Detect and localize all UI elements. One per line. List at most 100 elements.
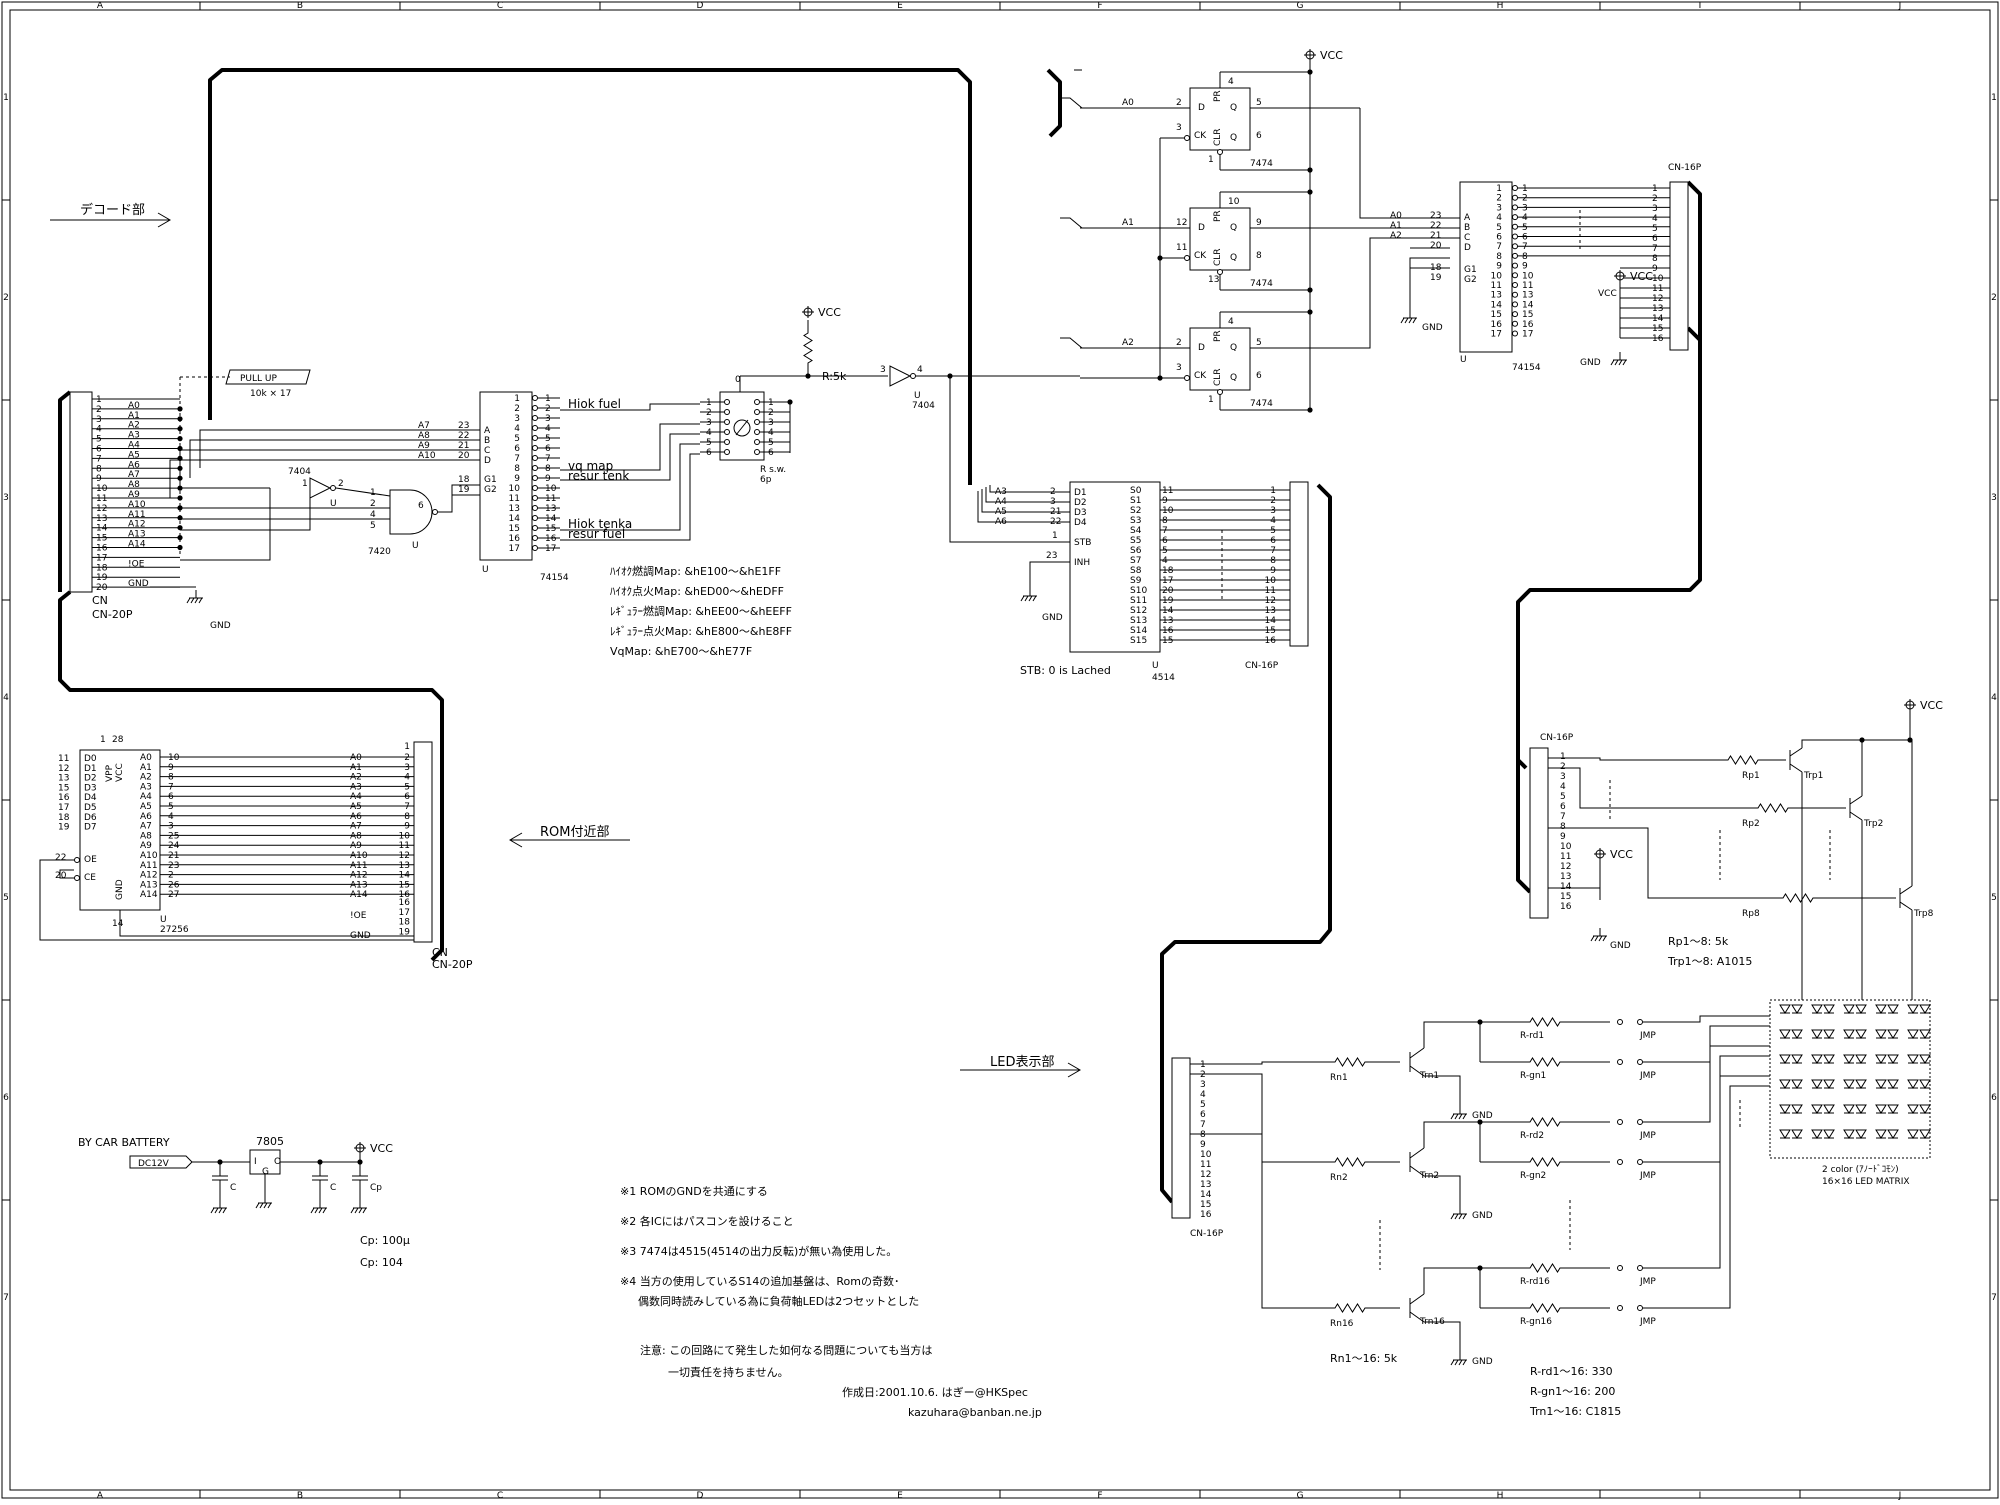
- row-marker: 7: [1991, 1293, 1997, 1303]
- pin-number: 11: [58, 754, 69, 764]
- gnd-symbol: [1614, 359, 1619, 366]
- pin-bubble: [532, 475, 538, 481]
- out-port: 17: [509, 544, 520, 554]
- pin-number: 13: [545, 504, 556, 514]
- out-port: 3: [1496, 203, 1502, 213]
- gnd-symbol: [1598, 935, 1603, 942]
- pin-number: 13: [1208, 275, 1219, 285]
- note-1: ※1 ROMのGNDを共通にする: [620, 1185, 768, 1198]
- capacitor-label: Cp: [370, 1183, 382, 1193]
- out-port: 1: [514, 394, 520, 404]
- net-label: GND: [350, 931, 371, 941]
- gnd-symbol: [267, 1202, 272, 1209]
- pin-bubble: [532, 395, 538, 401]
- pin-number: 8: [168, 773, 174, 783]
- cn16-led-a: [1529, 747, 1549, 919]
- cn20-label: CN: [92, 594, 108, 607]
- out-port: 13: [509, 504, 520, 514]
- pin-bubble: [1512, 233, 1518, 240]
- resistor-label: R-rd2: [1520, 1131, 1544, 1141]
- pin-bubble: [754, 399, 760, 405]
- pin-bubble: [532, 415, 538, 421]
- pin-number: 19: [1162, 596, 1174, 606]
- out-port: 5: [514, 434, 520, 444]
- out-port: 16: [509, 534, 521, 544]
- pin-number: 16: [399, 890, 411, 900]
- pin-number: 4: [1522, 213, 1528, 223]
- port-label: OE: [84, 855, 97, 865]
- cn20-pin: 17: [96, 553, 107, 563]
- pin-number: 10: [1228, 197, 1240, 207]
- matrix-feed: [1643, 1045, 1770, 1123]
- col-marker: C: [497, 1491, 503, 1500]
- led-diode: [1843, 1004, 1855, 1014]
- gnd-symbol: [1462, 1359, 1467, 1366]
- section-arrow: [1067, 1062, 1081, 1078]
- wire: [180, 487, 271, 561]
- cn20-pin: 4: [96, 425, 102, 435]
- resistor-rn: [1300, 1057, 1400, 1067]
- led-diode: [1907, 1029, 1919, 1039]
- out-port: 13: [1491, 291, 1502, 301]
- net-label: A5: [350, 802, 362, 812]
- gnd-symbol: [259, 1202, 264, 1209]
- pin-bubble: [532, 505, 538, 511]
- cn20-signal: A14: [128, 540, 146, 550]
- unit-label: U: [330, 499, 337, 509]
- junction-dot: [177, 535, 183, 541]
- q-line: [1359, 108, 1460, 219]
- pin-number: 11: [1162, 486, 1173, 496]
- row-driver-note: Trp1～8: A1015: [1667, 955, 1752, 968]
- port-label: CK: [1194, 251, 1207, 261]
- pin-number: 25: [168, 831, 179, 841]
- vcc-label: VCC: [1598, 289, 1617, 299]
- cn20-rom: [413, 741, 433, 943]
- decoder-74154-b: [1459, 181, 1513, 353]
- gnd-symbol: [362, 1207, 367, 1214]
- pin-number: 16: [1522, 320, 1534, 330]
- map-range: ﾚｷﾞｭﾗｰ点火Map: &hE800～&hE8FF: [610, 625, 792, 638]
- out-port: 1: [1496, 184, 1502, 194]
- nand-7420: [389, 489, 433, 535]
- out-port: 4: [514, 424, 520, 434]
- pin-number: 8: [545, 464, 551, 474]
- pin-number: 2: [768, 408, 774, 418]
- port-label: Q: [1230, 373, 1237, 383]
- net-label: A9: [350, 841, 362, 851]
- pin-number: 9: [404, 822, 410, 832]
- port-label: S4: [1130, 526, 1142, 536]
- col-marker: B: [297, 1, 303, 11]
- pin-number: 1: [1560, 752, 1566, 762]
- port-label: G1: [1464, 265, 1477, 275]
- pin-number: 4: [1228, 77, 1234, 87]
- pin-number: 4: [404, 773, 410, 783]
- led-diode: [1907, 1104, 1919, 1114]
- cn20-signal: GND: [128, 579, 149, 589]
- cn20-connector: [69, 391, 93, 593]
- port-label: A7: [140, 822, 152, 832]
- pin-bubble: [754, 419, 760, 425]
- gnd-symbol: [218, 1207, 223, 1214]
- transistor-trn: [1409, 1165, 1425, 1177]
- pin-number: 11: [1176, 243, 1187, 253]
- row-drive: [1801, 772, 1913, 950]
- collector-wire: [1423, 1121, 1480, 1148]
- gnd-label: GND: [1610, 941, 1631, 951]
- map-range: ﾊｲｵｸ点火Map: &hED00～&hEDFF: [610, 585, 784, 598]
- net-label: A6: [350, 812, 362, 822]
- port-label: D1: [1074, 488, 1087, 498]
- col-wire: [1190, 1073, 1300, 1163]
- transistor-trn: [1409, 1147, 1425, 1159]
- ic-name: 7404: [912, 401, 935, 411]
- pin-number: 23: [168, 861, 179, 871]
- pin-number: 2: [1560, 762, 1566, 772]
- note-4b: 偶数同時読みしている為に負荷軸LEDは2つセットとした: [638, 1294, 919, 1308]
- pin-number: 15: [58, 783, 69, 793]
- row-marker: 3: [3, 493, 9, 503]
- port-label: Q: [1230, 253, 1237, 263]
- pin-number: 8: [1560, 822, 1566, 832]
- pin-number: 6: [168, 792, 174, 802]
- resistor-5k: [803, 320, 813, 376]
- matrix-feed: [1643, 1085, 1770, 1309]
- out-port: 10: [1491, 271, 1503, 281]
